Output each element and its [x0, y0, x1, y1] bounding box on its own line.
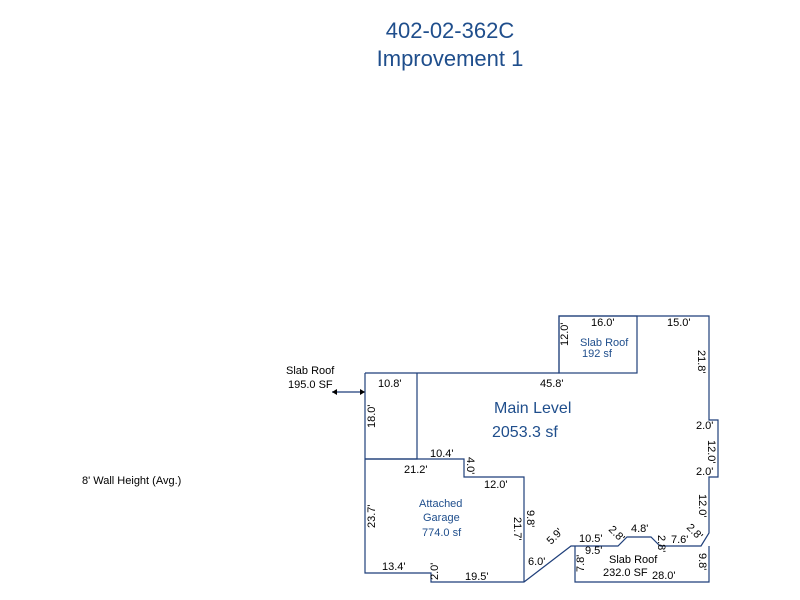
slab-roof-bottom: [574, 546, 710, 583]
dim-12-0-rlow: 12.0': [696, 494, 708, 518]
dim-7-6: 7.6': [671, 534, 688, 546]
dim-2-0-a: 2.0': [696, 420, 713, 432]
dim-19-5: 19.5': [465, 571, 489, 583]
main-level-name: Main Level: [494, 400, 571, 417]
dim-10-5: 10.5': [579, 533, 603, 545]
dim-10-8: 10.8': [378, 378, 402, 390]
dim-13-4: 13.4': [382, 561, 406, 573]
dim-15-0: 15.0': [667, 317, 691, 329]
improvement-title: Improvement 1: [376, 46, 524, 71]
dim-2-8-a: 2.8': [606, 524, 627, 545]
garage-inner-wall: [365, 458, 525, 582]
dim-9-5: 9.5': [585, 545, 602, 557]
dim-21-2: 21.2': [404, 464, 428, 476]
garage-name-1: Attached: [419, 498, 462, 510]
dim-23-7: 23.7': [366, 504, 378, 528]
wall-height-note: 8' Wall Height (Avg.): [82, 475, 181, 487]
main-level-area: 2053.3 sf: [492, 424, 558, 441]
dim-2-0-c: 2.0': [429, 563, 441, 580]
dim-10-4: 10.4': [430, 448, 454, 460]
dim-45-8: 45.8': [540, 378, 564, 390]
arrow-head-right: [360, 389, 365, 395]
garage-area: 774.0 sf: [422, 527, 462, 539]
dim-2-8-b: 2.8': [655, 535, 667, 552]
dim-6-0: 6.0': [528, 556, 545, 568]
garage-name-2: Garage: [423, 512, 460, 524]
dim-28-0: 28.0': [652, 570, 676, 582]
slab-roof-top: [558, 315, 638, 374]
dim-21-7: 21.7': [511, 517, 523, 541]
dim-4-0: 4.0': [464, 457, 476, 474]
dim-9-8-right: 9.8': [696, 553, 708, 570]
slab-roof-left-label: Slab Roof: [286, 365, 335, 377]
dim-4-8: 4.8': [631, 523, 648, 535]
dim-12-0-top: 12.0': [559, 322, 571, 346]
dim-12-0-right: 12.0': [705, 440, 717, 464]
slab-top-name: Slab Roof: [580, 337, 629, 349]
slab-bottom-name: Slab Roof: [609, 554, 658, 566]
dim-16-0: 16.0': [591, 317, 615, 329]
arrow-head-left: [332, 389, 337, 395]
dim-12-0-mid: 12.0': [484, 479, 508, 491]
dim-18-0: 18.0': [366, 404, 378, 428]
dim-21-8: 21.8': [695, 350, 707, 374]
dim-9-8-left: 9.8': [524, 510, 536, 527]
parcel-id-title: 402-02-362C: [385, 18, 515, 43]
slab-top-area: 192 sf: [582, 348, 613, 360]
main-level-outline: [364, 315, 719, 583]
dim-7-8: 7.8': [575, 555, 587, 572]
dim-5-9: 5.9': [545, 526, 566, 547]
dim-2-0-b: 2.0': [696, 466, 713, 478]
slab-bottom-area: 232.0 SF: [603, 567, 648, 579]
slab-roof-left-area: 195.0 SF: [288, 379, 333, 391]
